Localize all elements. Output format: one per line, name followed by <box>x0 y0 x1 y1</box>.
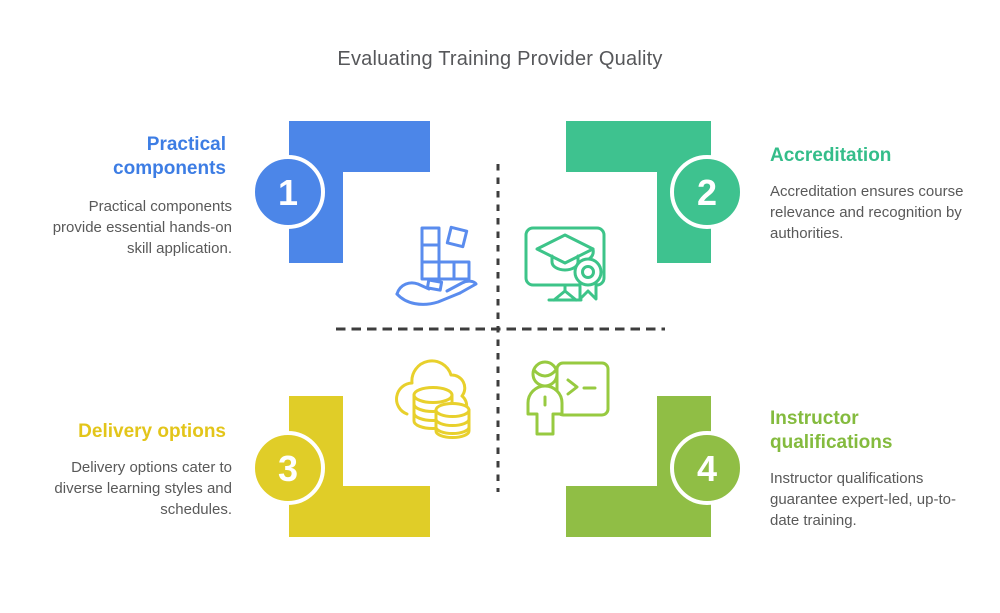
cloud-database-icon <box>395 359 471 439</box>
page-title: Evaluating Training Provider Quality <box>337 48 663 70</box>
quadrant-1-number-badge <box>251 155 325 229</box>
quadrant-3-number-badge <box>251 431 325 505</box>
quadrant-4-body: Instructor qualifications guarantee expe… <box>770 470 956 529</box>
quadrant-3-heading: Delivery options <box>78 421 226 442</box>
instructor-terminal-icon <box>526 360 610 436</box>
quadrant-2-heading: Accreditation <box>770 145 892 166</box>
quadrant-4-heading: Instructor qualifications <box>770 408 893 453</box>
quadrant-2-number-badge <box>670 155 744 229</box>
quadrant-2-body: Accreditation ensures course relevance a… <box>770 183 964 242</box>
quadrant-3-number: 3 <box>278 448 298 489</box>
quadrant-4-number-badge <box>670 431 744 505</box>
monitor-graduation-icon <box>524 226 606 302</box>
quadrant-3-body: Delivery options cater to diverse learni… <box>54 459 232 518</box>
quadrant-1-heading: Practical components <box>113 134 226 179</box>
quadrant-2-number: 2 <box>697 172 717 213</box>
hand-holding-blocks-icon <box>395 225 478 306</box>
quadrant-1-shape <box>289 121 430 263</box>
quadrant-3-shape <box>289 396 430 537</box>
quadrant-1-body: Practical components provide essential h… <box>52 198 232 257</box>
quadrant-2-shape <box>566 121 711 263</box>
quadrant-4-shape <box>566 396 711 537</box>
quadrant-1-number: 1 <box>278 172 298 213</box>
quadrant-4-number: 4 <box>697 448 717 489</box>
